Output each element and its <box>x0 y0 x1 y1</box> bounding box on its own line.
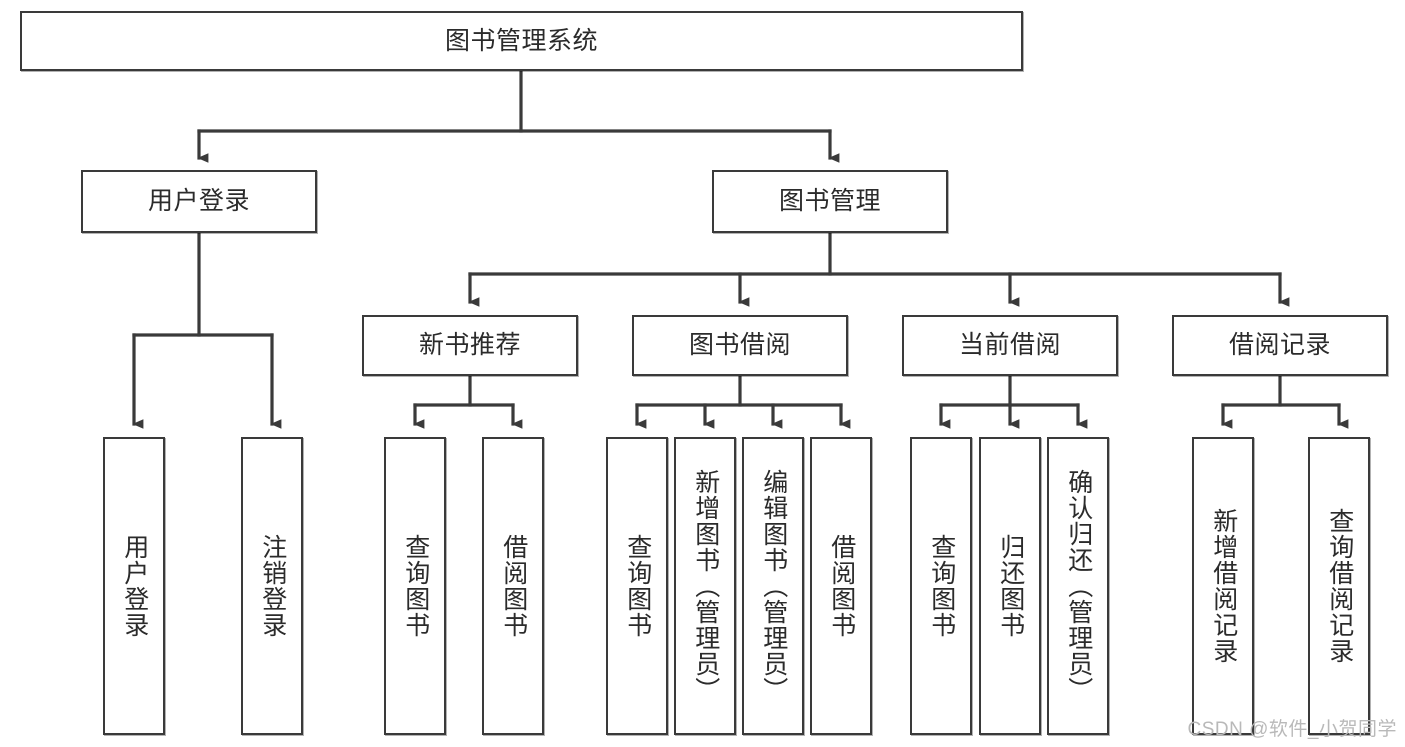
node-leaf-logout[interactable]: 注销登录 <box>241 437 303 735</box>
node-leaf-query-book-2-label: 查询图书 <box>623 534 652 638</box>
node-leaf-logout-label: 注销登录 <box>258 534 287 638</box>
node-leaf-confirm-return[interactable]: 确认归还（管理员） <box>1047 437 1109 735</box>
node-leaf-borrow-book-1-label: 借阅图书 <box>499 534 528 638</box>
node-current-borrow[interactable]: 当前借阅 <box>902 315 1118 376</box>
node-leaf-borrow-book-1[interactable]: 借阅图书 <box>482 437 544 735</box>
node-leaf-query-book-2[interactable]: 查询图书 <box>606 437 668 735</box>
node-leaf-query-book-1[interactable]: 查询图书 <box>384 437 446 735</box>
node-leaf-add-record-label: 新增借阅记录 <box>1209 508 1238 664</box>
node-leaf-query-record-label: 查询借阅记录 <box>1325 508 1354 664</box>
node-leaf-query-book-1-label: 查询图书 <box>401 534 430 638</box>
node-book-borrow-label: 图书借阅 <box>688 331 791 360</box>
node-leaf-add-book-label: 新增图书（管理员） <box>691 469 720 703</box>
node-leaf-return-book[interactable]: 归还图书 <box>979 437 1041 735</box>
node-current-borrow-label: 当前借阅 <box>958 331 1061 360</box>
node-leaf-query-record[interactable]: 查询借阅记录 <box>1308 437 1370 735</box>
node-leaf-user-login-label: 用户登录 <box>120 534 149 638</box>
node-leaf-borrow-book-2[interactable]: 借阅图书 <box>810 437 872 735</box>
node-leaf-query-book-3-label: 查询图书 <box>927 534 956 638</box>
watermark-text: CSDN @软件_小贺同学 <box>1187 719 1397 740</box>
node-borrow-record-label: 借阅记录 <box>1228 331 1331 360</box>
node-user-login-label: 用户登录 <box>147 187 250 216</box>
node-root-label: 图书管理系统 <box>444 26 598 55</box>
node-leaf-borrow-book-2-label: 借阅图书 <box>827 534 856 638</box>
node-borrow-record[interactable]: 借阅记录 <box>1172 315 1388 376</box>
node-leaf-add-book[interactable]: 新增图书（管理员） <box>674 437 736 735</box>
node-book-borrow[interactable]: 图书借阅 <box>632 315 848 376</box>
node-book-manage[interactable]: 图书管理 <box>712 170 948 233</box>
node-leaf-user-login[interactable]: 用户登录 <box>103 437 165 735</box>
node-leaf-edit-book[interactable]: 编辑图书（管理员） <box>742 437 804 735</box>
node-leaf-return-book-label: 归还图书 <box>996 534 1025 638</box>
node-leaf-confirm-return-label: 确认归还（管理员） <box>1064 469 1093 703</box>
node-leaf-add-record[interactable]: 新增借阅记录 <box>1192 437 1254 735</box>
node-leaf-query-book-3[interactable]: 查询图书 <box>910 437 972 735</box>
node-book-manage-label: 图书管理 <box>778 187 881 216</box>
node-root[interactable]: 图书管理系统 <box>20 11 1023 71</box>
node-new-book-rec[interactable]: 新书推荐 <box>362 315 578 376</box>
node-leaf-edit-book-label: 编辑图书（管理员） <box>759 469 788 703</box>
node-new-book-rec-label: 新书推荐 <box>418 331 521 360</box>
node-user-login[interactable]: 用户登录 <box>81 170 317 233</box>
